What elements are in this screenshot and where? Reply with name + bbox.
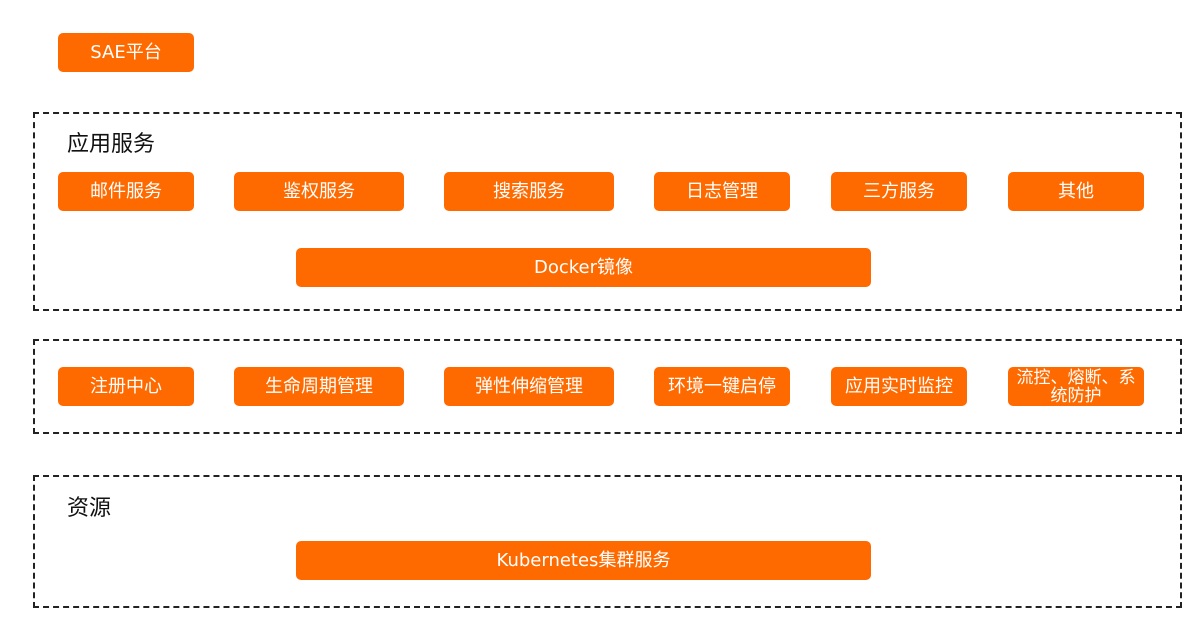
service-auth: 鉴权服务 [234, 172, 404, 211]
docker-image-bar: Docker镜像 [296, 248, 871, 287]
resources-frame [33, 475, 1182, 608]
service-log: 日志管理 [654, 172, 790, 211]
app-services-frame [33, 112, 1182, 311]
capabilities-frame [33, 339, 1182, 434]
capability-lifecycle: 生命周期管理 [234, 367, 404, 406]
service-third-party: 三方服务 [831, 172, 967, 211]
service-other: 其他 [1008, 172, 1144, 211]
resources-title: 资源 [67, 496, 112, 521]
app-services-title: 应用服务 [67, 132, 156, 157]
capability-env-start-stop: 环境一键启停 [654, 367, 790, 406]
kubernetes-cluster-bar: Kubernetes集群服务 [296, 541, 871, 580]
service-mail: 邮件服务 [58, 172, 194, 211]
platform-label: SAE平台 [58, 33, 194, 72]
capability-monitoring: 应用实时监控 [831, 367, 967, 406]
service-search: 搜索服务 [444, 172, 614, 211]
capability-autoscaling: 弹性伸缩管理 [444, 367, 614, 406]
capability-flow-control: 流控、熔断、系统防护 [1008, 367, 1144, 406]
capability-registry: 注册中心 [58, 367, 194, 406]
